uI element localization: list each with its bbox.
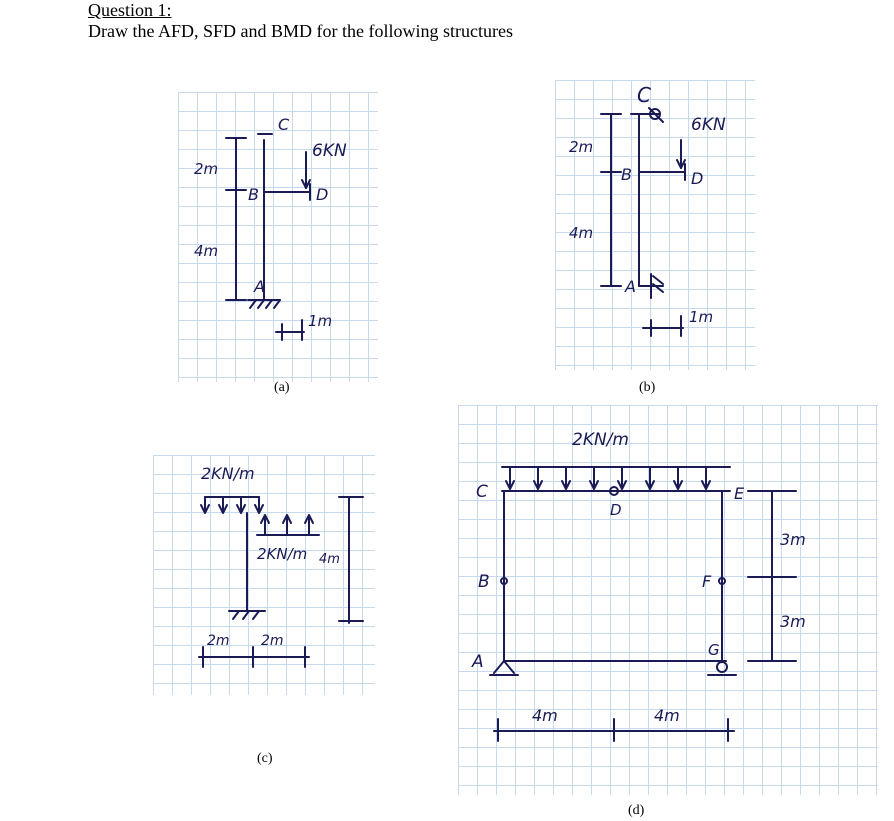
label-load: 6KN <box>312 141 347 161</box>
caption-a: (a) <box>274 380 290 395</box>
label-dim-bottom: 3m <box>780 612 806 631</box>
frame-c-drawing <box>198 496 364 668</box>
label-a: A <box>624 277 636 296</box>
label-c: C <box>476 482 488 502</box>
label-load-top: 2KN/m <box>201 464 255 483</box>
label-b: B <box>248 185 259 204</box>
label-dim-top: 2m <box>194 160 218 178</box>
label-load-bottom: 2KN/m <box>257 545 307 563</box>
figure-c: 2KN/m 2KN/m 2m 2m 4m (c) <box>153 455 375 766</box>
label-dim-vertical: 4m <box>319 552 340 567</box>
label-d: D <box>316 185 328 204</box>
grid-paper <box>153 455 375 695</box>
label-dim-side: 1m <box>308 312 332 330</box>
grid-paper <box>178 92 378 382</box>
label-load: 6KN <box>691 115 726 135</box>
grid-paper <box>555 80 755 370</box>
label-c: C <box>278 115 290 134</box>
label-d: D <box>691 169 703 188</box>
figure-a: C B A D 6KN 2m 4m 1m (a) <box>178 92 378 395</box>
caption-d: (d) <box>628 803 645 818</box>
label-f: F <box>702 572 712 591</box>
label-dim-left: 2m <box>207 633 230 649</box>
label-load: 2KN/m <box>572 430 629 450</box>
label-d: D <box>610 501 622 519</box>
label-dim-top: 3m <box>780 530 806 549</box>
question-title: Question 1: <box>88 0 172 20</box>
label-e: E <box>734 484 745 503</box>
figure-b: C B A D 6KN 2m 4m 1m (b) <box>555 80 755 395</box>
label-a: A <box>471 652 484 672</box>
frame-b-drawing <box>600 107 686 337</box>
figure-d: 2KN/m C B A D E F G 4m 4m 3m 3m (d) <box>458 405 878 818</box>
label-dim-side: 1m <box>689 308 713 326</box>
label-dim-bottom: 4m <box>194 242 218 260</box>
question-instruction: Draw the AFD, SFD and BMD for the follow… <box>88 21 513 41</box>
label-dim-right: 4m <box>654 706 680 725</box>
label-dim-top: 2m <box>569 138 593 156</box>
label-dim-left: 4m <box>532 706 558 725</box>
label-b: B <box>478 572 490 592</box>
caption-b: (b) <box>639 380 656 395</box>
label-c: C <box>637 83 651 107</box>
label-dim-bottom: 4m <box>569 224 593 242</box>
caption-c: (c) <box>257 751 273 766</box>
label-g: G <box>708 641 720 659</box>
label-b: B <box>621 165 632 184</box>
label-a: A <box>253 277 265 296</box>
frame-a-drawing <box>225 133 311 341</box>
label-dim-right: 2m <box>261 633 284 649</box>
frame-d-drawing <box>489 466 797 742</box>
